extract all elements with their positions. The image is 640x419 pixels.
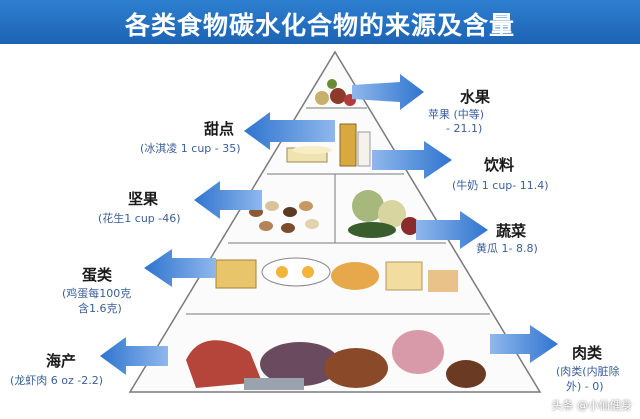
arrow-icon [100,337,168,375]
egg-label: 蛋类 [82,266,113,284]
drink-label: 饮料 [484,156,515,174]
seafood-meat-illustration [186,330,486,390]
fruit-illustration [315,79,356,106]
fruit-detail: 苹果 (中等) [428,108,485,121]
arrow-icon [194,181,262,219]
veg-label: 蔬菜 [496,222,527,240]
arrow-icon [244,112,335,150]
page-title: 各类食物碳水化合物的来源及含量 [124,11,515,40]
veg-detail: 黄瓜 1- 8.8) [476,242,538,255]
seafood-label: 海产 [46,352,77,370]
dessert-detail: (冰淇凌 1 cup - 35) [140,142,241,155]
arrow-icon [352,74,424,110]
egg-detail: (鸡蛋每100克 [62,287,132,300]
dessert-drink-illustration [286,123,371,167]
meat-label: 肉类 [572,344,603,362]
arrow-icon [416,211,488,249]
nuts-label: 坚果 [128,190,159,208]
arrow-icon [490,325,558,363]
title-banner [0,0,640,44]
egg-detail-2: 含1.6克) [78,302,122,315]
nuts-veg-illustration [249,190,419,238]
seafood-detail: (龙虾肉 6 oz -2.2) [10,374,104,387]
meat-detail-2: 外) - 0) [566,380,604,393]
egg-illustration [215,257,458,292]
dessert-label: 甜点 [204,120,235,138]
fruit-label: 水果 [460,88,491,106]
fruit-detail-2: - 21.1) [446,122,483,135]
watermark: 头条 @小仙健身 [551,399,633,412]
arrow-icon [372,141,452,179]
meat-detail: (肉类(内脏除 [556,365,620,378]
nuts-detail: (花生1 cup -46) [98,212,181,225]
drink-detail: (牛奶 1 cup- 11.4) [452,179,549,192]
arrow-icon [144,249,216,287]
